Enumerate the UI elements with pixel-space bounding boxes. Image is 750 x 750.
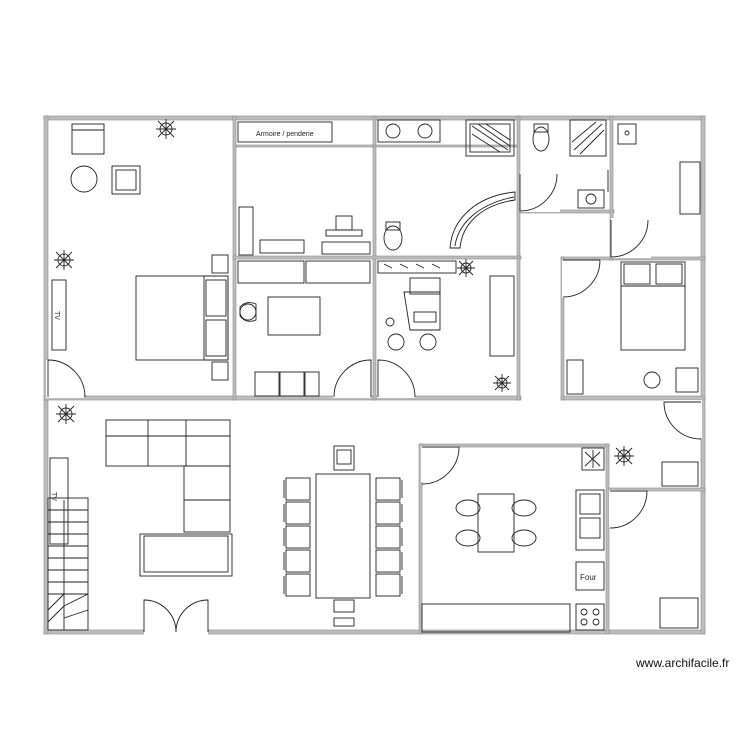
right-lower-room (659, 461, 699, 629)
doors (46, 172, 702, 633)
plant-icon (493, 374, 511, 392)
plant-icon (56, 404, 76, 424)
oven-label: Four (580, 573, 597, 582)
plant-icon (54, 250, 74, 270)
kitchen: Four (421, 446, 634, 633)
living-room: TV (47, 404, 233, 631)
staircase (47, 497, 89, 631)
watermark-text: www.archifacile.fr (636, 656, 730, 670)
wardrobe: Armoire / penderie (237, 121, 333, 143)
master-bedroom: TV (51, 119, 229, 381)
interior-walls (43, 115, 706, 635)
bathroom-main (377, 119, 516, 251)
storage-room (617, 123, 701, 215)
bedroom-right (566, 261, 699, 395)
plant-icon (614, 446, 634, 466)
wardrobe-label: Armoire / penderie (256, 131, 314, 138)
bathroom-small (532, 119, 609, 209)
dining-chairs-right (375, 477, 403, 597)
dining-chairs-left (283, 477, 311, 597)
plant-icon (457, 259, 475, 277)
room-3 (377, 259, 515, 392)
study-room (238, 206, 371, 256)
dining-area (283, 445, 403, 627)
svg-text:TV: TV (50, 492, 57, 501)
plant-icon (156, 119, 176, 139)
svg-text:TV: TV (53, 311, 60, 320)
office (237, 260, 371, 397)
